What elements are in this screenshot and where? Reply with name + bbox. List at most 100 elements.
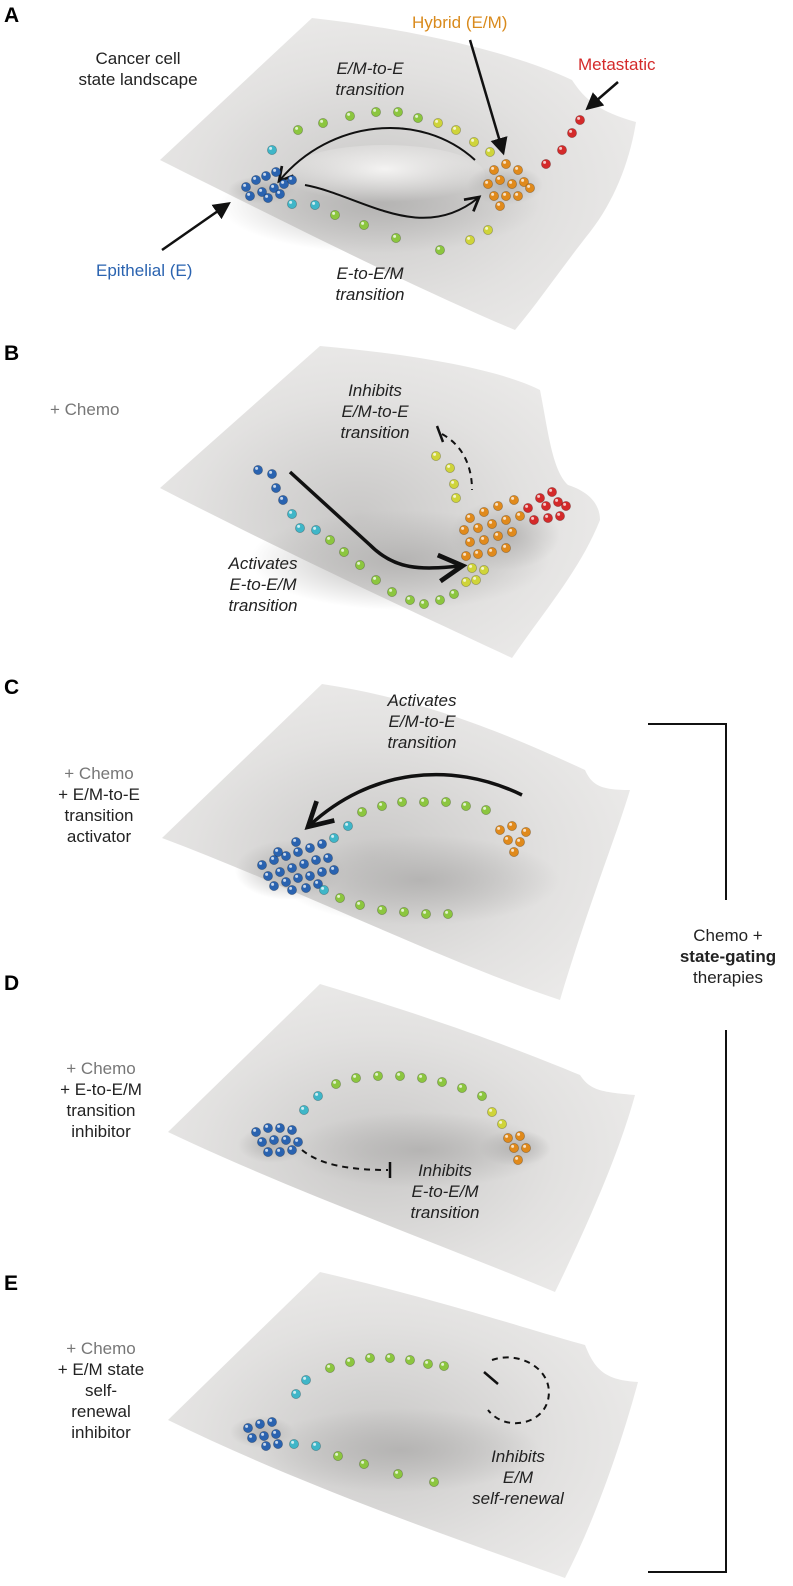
cell-bead — [567, 127, 578, 138]
bead-highlight — [347, 112, 351, 116]
cell-bead — [506, 527, 517, 538]
panel-b-activates-label: Activates E-to-E/M transition — [208, 553, 318, 616]
bead-highlight — [517, 512, 521, 516]
bead-highlight — [269, 470, 273, 474]
panel-d-letter: D — [4, 972, 20, 995]
cell-bead — [476, 1091, 487, 1102]
cell-bead — [240, 181, 251, 192]
bead-highlight — [549, 488, 553, 492]
bead-highlight — [557, 512, 561, 516]
cell-bead — [286, 1145, 297, 1156]
panel-e-treat-line2: + E/M state — [57, 1360, 145, 1379]
bead-highlight — [523, 1144, 527, 1148]
bead-highlight — [263, 172, 267, 176]
cell-bead — [309, 199, 320, 210]
cell-bead — [288, 1439, 299, 1450]
cell-bead — [350, 1073, 361, 1084]
cell-bead — [418, 797, 429, 808]
cell-bead — [256, 860, 267, 871]
cell-bead — [266, 144, 277, 155]
bead-highlight — [485, 226, 489, 230]
cell-bead — [372, 1071, 383, 1082]
cell-bead — [290, 837, 301, 848]
panel-e-cell-beads — [242, 1353, 449, 1488]
panel-a-hybrid-pointer — [468, 39, 508, 156]
bead-highlight — [503, 544, 507, 548]
bead-highlight — [325, 854, 329, 858]
panel-e-inhibits-line1: Inhibits — [491, 1447, 545, 1466]
bead-highlight — [577, 116, 581, 120]
panel-b-cell-beads — [252, 450, 572, 610]
bead-highlight — [301, 860, 305, 864]
cell-bead — [330, 1079, 341, 1090]
panel-e-treat-line1: + Chemo — [66, 1339, 136, 1358]
panel-c-activates-line2: E/M-to-E — [388, 712, 456, 731]
bead-highlight — [515, 1156, 519, 1160]
cell-bead — [464, 234, 475, 245]
cell-bead — [328, 833, 339, 844]
bead-highlight — [259, 1138, 263, 1142]
bead-highlight — [345, 822, 349, 826]
bead-highlight — [415, 114, 419, 118]
cell-bead — [292, 1137, 303, 1148]
cell-bead — [482, 224, 493, 235]
bead-highlight — [459, 1084, 463, 1088]
cell-bead — [252, 464, 263, 475]
bead-highlight — [361, 1460, 365, 1464]
cell-bead — [422, 1359, 433, 1370]
cell-bead — [428, 1477, 439, 1488]
cell-bead — [472, 549, 483, 560]
panel-d-inhibits-dashed — [301, 1149, 389, 1171]
panel-c-cell-beads — [256, 797, 532, 920]
panel-a-landscape — [160, 18, 636, 330]
cell-bead — [525, 182, 536, 193]
cell-bead — [541, 500, 552, 511]
bead-highlight — [315, 880, 319, 884]
bead-highlight — [503, 516, 507, 520]
bead-highlight — [313, 526, 317, 530]
cell-bead — [398, 907, 409, 918]
cell-bead — [304, 871, 315, 882]
bead-highlight — [331, 866, 335, 870]
cell-bead — [464, 513, 475, 524]
bead-highlight — [265, 194, 269, 198]
bead-highlight — [485, 180, 489, 184]
bead-highlight — [289, 1126, 293, 1130]
panel-b-activates-line3: transition — [228, 596, 298, 615]
bead-highlight — [271, 882, 275, 886]
bead-highlight — [335, 1452, 339, 1456]
panel-a-em-well — [467, 165, 543, 205]
cell-bead — [274, 188, 285, 199]
bead-highlight — [253, 1128, 257, 1132]
cell-bead — [370, 107, 381, 118]
cell-bead — [502, 835, 513, 846]
cell-bead — [500, 158, 511, 169]
cell-bead — [358, 1459, 369, 1470]
bead-highlight — [443, 798, 447, 802]
cell-bead — [390, 232, 401, 243]
cell-bead — [561, 500, 572, 511]
bead-highlight — [445, 910, 449, 914]
bead-highlight — [283, 878, 287, 882]
bead-highlight — [320, 119, 324, 123]
bead-highlight — [327, 536, 331, 540]
cell-bead — [310, 855, 321, 866]
cell-bead — [486, 547, 497, 558]
bead-highlight — [293, 838, 297, 842]
panel-d-inhibits-line2: E-to-E/M — [411, 1182, 479, 1201]
cell-bead — [292, 125, 303, 136]
bead-highlight — [263, 1442, 267, 1446]
cell-bead — [254, 1419, 265, 1430]
bead-highlight — [273, 168, 277, 172]
cell-bead — [290, 1389, 301, 1400]
bead-highlight — [431, 1478, 435, 1482]
bead-highlight — [437, 246, 441, 250]
panel-d-treat-line1: + Chemo — [66, 1059, 136, 1078]
bead-highlight — [249, 1434, 253, 1438]
panel-b-treatment: + Chemo — [50, 400, 120, 419]
bead-highlight — [469, 564, 473, 568]
bead-highlight — [545, 514, 549, 518]
bead-highlight — [277, 1124, 281, 1128]
cell-bead — [246, 1433, 257, 1444]
bead-highlight — [341, 548, 345, 552]
